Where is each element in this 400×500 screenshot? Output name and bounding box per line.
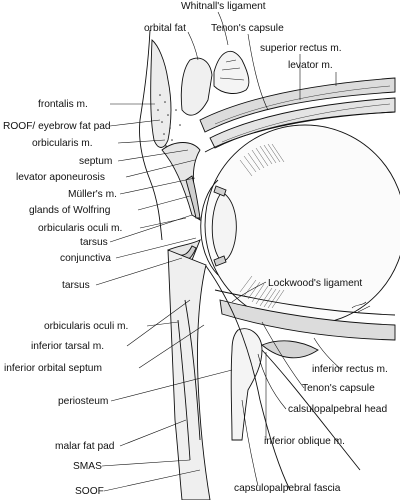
leader-smas — [101, 459, 191, 467]
label-tenons-capsule-bottom: Tenon's capsule — [302, 383, 375, 394]
inferior-rectus — [219, 299, 396, 341]
label-inferior-tarsal: inferior tarsal m. — [31, 341, 104, 352]
leader-tenons-top — [247, 33, 269, 111]
label-orbicularis-oculi-upper: orbicularis oculi m. — [38, 223, 122, 234]
leader-orbicularis — [117, 139, 166, 144]
leader-conjunctiva — [115, 237, 197, 259]
label-levator: levator m. — [288, 60, 333, 71]
label-superior-rectus: superior rectus m. — [260, 43, 342, 54]
orbital-roof-bone — [213, 50, 250, 94]
lower-tenons-line — [214, 289, 396, 316]
label-mullers: Müller's m. — [68, 189, 117, 200]
leader-inferior-septum — [138, 324, 205, 369]
leader-tarsus-up — [109, 214, 193, 243]
label-roof-eyebrow-fat-pad: ROOF/ eyebrow fat pad — [3, 121, 111, 132]
label-tenons-capsule-top: Tenon's capsule — [211, 23, 284, 34]
label-orbicularis-oculi-lower: orbicularis oculi m. — [44, 321, 128, 332]
label-lockwoods-ligament: Lockwood's ligament — [268, 278, 362, 289]
label-tarsus-upper: tarsus — [80, 237, 108, 248]
label-orbicularis: orbicularis m. — [32, 138, 93, 149]
leader-wolfring — [137, 195, 191, 211]
leader-capsulo-fascia — [241, 399, 259, 487]
leader-levator-apo — [125, 159, 196, 178]
label-smas: SMAS — [73, 461, 102, 472]
label-inferior-rectus: inferior rectus m. — [312, 364, 388, 375]
label-malar-fat-pad: malar fat pad — [55, 441, 115, 452]
leader-soof — [103, 469, 201, 492]
leader-tarsus-low — [95, 257, 183, 286]
label-soof: SOOF — [75, 486, 104, 497]
label-conjunctiva: conjunctiva — [60, 253, 111, 264]
frontalis-band — [150, 39, 172, 148]
anatomy-drawing — [139, 29, 400, 500]
label-periosteum: periosteum — [58, 396, 108, 407]
label-levator-aponeurosis: levator aponeurosis — [16, 172, 105, 183]
upper-tarsus — [185, 175, 201, 219]
label-capsulopalpebral-fascia: capsulopalpebral fascia — [234, 483, 341, 494]
leader-whitnalls — [217, 11, 229, 46]
leader-orb-oculi-low — [146, 321, 179, 327]
leader-malar-fat — [119, 419, 187, 447]
inferior-orbital-rim — [230, 328, 263, 441]
leader-inferior-tarsal — [126, 299, 191, 347]
lower-lid-column — [167, 249, 211, 500]
orbital-fat-region — [180, 57, 213, 116]
labels: Whitnall's ligament orbital fat Tenon's … — [3, 1, 388, 497]
leader-lines — [95, 11, 343, 492]
label-glands-of-wolfring: glands of Wolfring — [29, 205, 111, 216]
leader-mullers — [119, 177, 196, 195]
leader-tenons-bottom — [261, 321, 305, 389]
inferior-oblique — [261, 340, 319, 359]
capsulopalpebral-fascia-line — [205, 265, 291, 491]
leader-periosteum — [110, 369, 233, 402]
leader-septum — [117, 149, 189, 162]
upper-skin-outline — [139, 29, 163, 241]
levator-muscle — [199, 77, 396, 133]
label-orbital-fat: orbital fat — [144, 23, 186, 34]
label-inferior-orbital-septum: inferior orbital septum — [4, 363, 102, 374]
ciliary-fibers — [239, 143, 285, 309]
label-inferior-oblique: inferior oblique m. — [264, 436, 345, 447]
leader-inferior-rectus — [313, 337, 343, 371]
label-frontalis: frontalis m. — [38, 99, 88, 110]
leader-capsulo-head — [257, 353, 287, 410]
label-tarsus-lower: tarsus — [62, 280, 90, 291]
leader-lockwood — [231, 281, 267, 303]
malar-fat — [184, 299, 201, 441]
leader-roof — [109, 119, 161, 127]
cornea — [200, 179, 219, 276]
label-septum: septum — [79, 156, 112, 167]
leader-orbital-fat — [187, 31, 199, 61]
label-capsulopalpebral-head: calsulopalpebral head — [288, 404, 387, 415]
iris — [213, 185, 227, 267]
label-whitnalls-ligament: Whitnall's ligament — [181, 1, 266, 12]
tenons-capsule-line — [204, 111, 396, 153]
